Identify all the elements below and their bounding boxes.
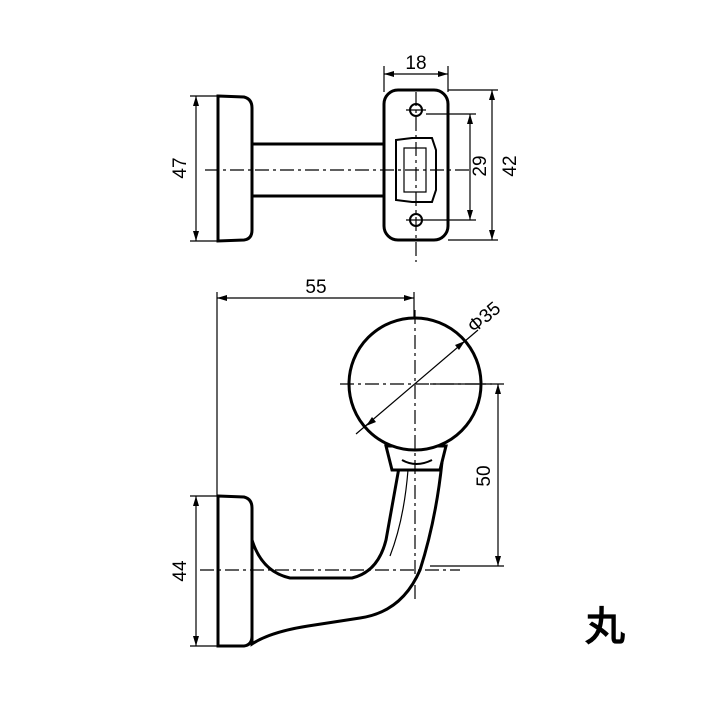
dim-18-arrow-l	[384, 71, 394, 77]
dim-55-arrow-l	[217, 295, 227, 301]
dim-47-label: 47	[170, 157, 191, 178]
dim-18-arrow-r	[438, 71, 448, 77]
top-base-plate	[216, 94, 254, 243]
dim-29-arrow-b	[467, 210, 473, 220]
dim-29-label: 29	[470, 155, 491, 176]
dim-50-arrow-t	[495, 384, 501, 394]
side-base-plate	[216, 494, 254, 648]
dim-diameter-arrow-1	[366, 417, 376, 426]
dim-42-arrow-b	[489, 230, 495, 240]
top-bracket-recess-inner	[403, 147, 427, 193]
top-bracket	[382, 88, 450, 242]
dim-50-label: 50	[474, 465, 495, 486]
dim-29-arrow-t	[467, 114, 473, 124]
side-arm	[250, 460, 444, 647]
shape-label: 丸	[584, 604, 625, 650]
dim-42-arrow-t	[489, 90, 495, 100]
dim-diameter-label: Φ35	[464, 298, 505, 337]
dim-55-label: 55	[305, 277, 326, 298]
top-bracket-recess	[395, 137, 437, 203]
dim-18-label: 18	[405, 53, 426, 74]
dim-44-arrow-t	[193, 496, 199, 506]
side-view: 55 Φ35 50 44	[170, 277, 505, 648]
dim-50-arrow-b	[495, 556, 501, 566]
dim-diameter-arrow-2	[455, 341, 465, 350]
side-arm-inner	[389, 469, 409, 557]
dim-42-label: 42	[500, 155, 521, 176]
side-neck-collar	[401, 459, 433, 465]
dim-44-label: 44	[170, 560, 191, 582]
dim-44-arrow-b	[193, 636, 199, 646]
dim-55-arrow-r	[404, 295, 414, 301]
dim-47-arrow-t	[193, 96, 199, 106]
top-view: 18 47 29 42	[170, 53, 521, 262]
dim-47-arrow-b	[193, 231, 199, 241]
